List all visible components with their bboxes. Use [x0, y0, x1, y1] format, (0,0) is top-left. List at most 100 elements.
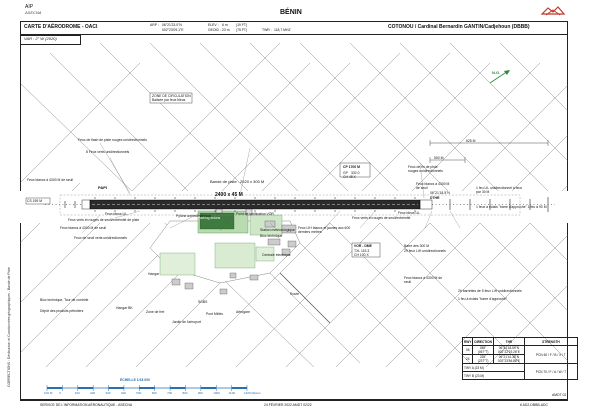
centrale-label: Centrale électrique	[262, 253, 291, 257]
hangar-bk-label: Hangar BK	[116, 306, 133, 310]
arp-lat: 06°21'23.0"N	[162, 23, 182, 27]
runway	[81, 199, 433, 210]
th-thr: THR	[492, 337, 525, 346]
bloc-tech-label: Bloc technique, Tour de contrôle	[40, 298, 89, 302]
depot-petrole-label: Dépôt des produits pétroliers	[40, 309, 84, 313]
scale-segment	[170, 387, 186, 389]
aerodrome-name: COTONOU / Cardinal Bernardin GANTIN/Cadj…	[388, 24, 530, 30]
twr-value: 118,7 MHZ	[274, 28, 291, 32]
jardin-label: Jardin de l'aéroport	[172, 320, 201, 324]
feux-ext-label: 8 Feux verts unidirectionnels	[86, 150, 130, 154]
feux-blancs-600: Feux blancs à 4300 M de seuil	[404, 276, 443, 284]
table-row: TWY A (23 M) PCN 70 / F / A / W / T	[462, 363, 578, 380]
th-direction: DIRECTION	[472, 337, 494, 346]
side-correction: CORRECTIONS : Déclinaison et Coordonnées…	[7, 267, 11, 387]
north-label: N.G.	[492, 70, 501, 75]
var-label: VAR : 2° W (2020)	[24, 36, 57, 41]
geoid-ft: (75 FT)	[236, 28, 248, 32]
circ-zone-label: ZONE DE CIRCULATION	[152, 94, 191, 98]
feux-blancs-left: Feux blancs à 4300 M de seuil	[27, 178, 73, 182]
feux-blancs-r: Feux blancs à 4300 M de seuil	[416, 182, 450, 190]
station-meteo-label: Station météorologique	[260, 228, 295, 232]
ils-freq: 332,0	[351, 171, 360, 175]
footer-center: 24 FÉVRIER 2022 AMDT 02/22	[264, 403, 312, 407]
scale-segment	[47, 387, 63, 389]
asecna-logo	[540, 6, 566, 16]
scale-tick-label: 900	[197, 391, 203, 395]
scale-tick-label: 700	[167, 391, 173, 395]
scale-tick-label: 200	[90, 391, 96, 395]
arp-label: ARP :	[150, 23, 159, 27]
scale-segment	[200, 387, 217, 389]
table-row: 06 055° (057°T) 06°21'18.59"N 002°22'19.…	[461, 345, 578, 364]
scale-tick-label: 0	[59, 391, 62, 395]
bloc-label: Bloc technique	[260, 234, 283, 238]
feux-right-fin: Feux de fin de piste rouges unidirection…	[408, 165, 443, 173]
scale-tick-label: 300	[105, 391, 111, 395]
strength-twy: PCN 70 / F / A / W / T	[523, 363, 578, 380]
feux-ral-1: 1 feu LIL unidirectionnel à feux par 30 …	[476, 186, 523, 194]
feux-ral-3: 26 barrettes de 5 feux LIH unidirectionn…	[458, 289, 522, 293]
pont-meles-label: Pont Mêlés	[206, 312, 223, 316]
dir-24: 235° (237°T)	[472, 354, 494, 364]
scale-segment	[139, 387, 155, 389]
route-label: Route	[290, 292, 300, 296]
footer-right: 6 AD2-DBBB-ADC	[520, 403, 548, 407]
scale-segment	[231, 387, 247, 389]
dist-scale-2: 625 M	[466, 139, 476, 143]
zone-fret-label: Zone de fret	[146, 310, 165, 314]
elev-ft: (19 FT)	[236, 23, 248, 27]
scale-tick-label: 400	[120, 391, 126, 395]
dir-06: 055° (057°T)	[472, 345, 494, 355]
feux-ral-2: 1 feux à éclats "barre d'approche" 1 feu…	[476, 205, 547, 209]
parking-label: Parking avions	[198, 216, 221, 220]
feux-bleus-lights-label: Feux bleus LIL	[398, 211, 421, 215]
papi-label: PAPI	[98, 185, 108, 190]
arp-lon: 002°23'09.1"E	[162, 28, 184, 32]
vor-ch: CH 100 X	[354, 253, 369, 257]
th-strength: STRENGTH	[523, 337, 578, 346]
footer-amdt: AMDT 02	[552, 393, 567, 397]
feux-bleus-ral: 29 feux LIH unidirectionnels	[404, 249, 446, 253]
vor-freq: TXL 115,3	[354, 249, 370, 253]
scale-segment	[77, 387, 94, 389]
elev-label: ELEV :	[208, 23, 219, 27]
feux-tdz-label: Feux verts et rouges de seuil/extrémité …	[68, 218, 140, 222]
gp-label: CP 1700 M	[343, 165, 360, 169]
elev-value: 6 m	[222, 23, 228, 27]
chart-title: CARTE D'AÉRODROME - OACI	[24, 24, 98, 30]
pieta-label: Pylône anémomètrique	[176, 214, 211, 218]
hangar-label: Hangar	[148, 272, 160, 276]
thr-06: 06°21'18.59"N 002°22'19.26"E	[492, 345, 525, 355]
table-row: TWY B (23 M)	[462, 371, 578, 380]
twy-lights-label: Feux bleus LIL	[105, 212, 128, 216]
scale-tick-label: 100 M	[44, 391, 53, 395]
cs-label: CS 159 M	[27, 199, 43, 203]
dme-ch: CH 48 X	[343, 175, 356, 179]
scale-tick-label: 100	[74, 391, 80, 395]
ils-gp: GP	[343, 171, 348, 175]
scale-tick-label: 1200 Mètres	[244, 391, 261, 395]
runway-dimensions: 2400 x 45 M	[215, 192, 243, 198]
circ-zone-sub: Balisée par feux bleus	[152, 98, 186, 102]
thr-24: 06°21'41.38"N 002°23'56.88"E	[492, 354, 525, 364]
runway-strip: Bande de piste : 2520 x 300 M	[210, 179, 265, 184]
var-box: VAR : 2° W (2020)	[20, 35, 81, 45]
aerogare-bas-label: Aérogare	[236, 310, 250, 314]
twy-b: TWY B (23 M)	[462, 371, 525, 380]
vor-dme-label: VOR - DME	[354, 244, 372, 248]
feux-verts-r-label: Feux verts et rouges de seuil/extrémité	[352, 216, 411, 220]
aip-label: AIP	[25, 4, 34, 10]
scale-tick-label: 500	[136, 391, 142, 395]
runway-table: RWY DIRECTION THR STRENGTH 06 055° (057°…	[461, 337, 578, 380]
twy-a: TWY A (23 M)	[462, 363, 525, 372]
scale-bar	[46, 385, 248, 391]
footer-left: SERVICE DE L'INFORMATION AÉRONAUTIQUE - …	[40, 403, 133, 407]
vor-check-label: Point de vérification VOR	[236, 212, 274, 216]
feux-uni-label: Feux de seuil verts unidirectionnels	[74, 236, 127, 240]
rwy-06: 06	[461, 345, 474, 355]
north-arrow	[489, 70, 510, 84]
geoid-label: GEOID :	[208, 28, 221, 32]
feux-ral-4: 1 feu à éclats "barre d'approche"	[458, 297, 508, 301]
aerodrome-map	[20, 43, 568, 367]
